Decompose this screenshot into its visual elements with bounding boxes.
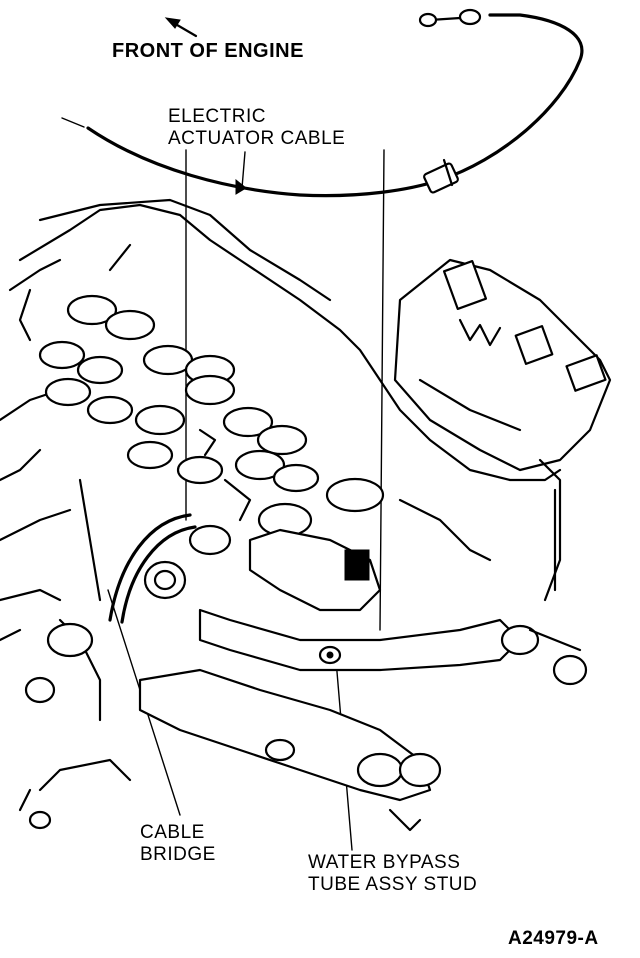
electric-actuator-cable-line1: ELECTRIC [168,106,266,127]
cable-bridge-line1: CABLE [140,822,205,843]
water-pump-housing [0,588,442,832]
intake-manifold [0,198,562,542]
cable-bridge-label: CABLE BRIDGE [140,822,216,866]
electric-actuator-cable [61,8,584,198]
electric-actuator-cable-line2: ACTUATOR CABLE [168,128,346,149]
cable-bridge [78,478,197,624]
coil-pack [393,258,612,602]
water-bypass-tube [198,608,588,686]
water-bypass-line2: TUBE ASSY STUD [308,874,478,895]
arrow-up-left-icon [164,17,198,38]
throttle-body [143,477,492,612]
electric-actuator-cable-label: ELECTRIC ACTUATOR CABLE [168,106,345,150]
front-of-engine-label: FRONT OF ENGINE [112,40,304,62]
water-bypass-line1: WATER BYPASS [308,852,461,873]
water-bypass-stud-label: WATER BYPASS TUBE ASSY STUD [308,852,477,896]
figure-id-label: A24979-A [508,928,599,949]
cable-bridge-line2: BRIDGE [140,844,216,865]
